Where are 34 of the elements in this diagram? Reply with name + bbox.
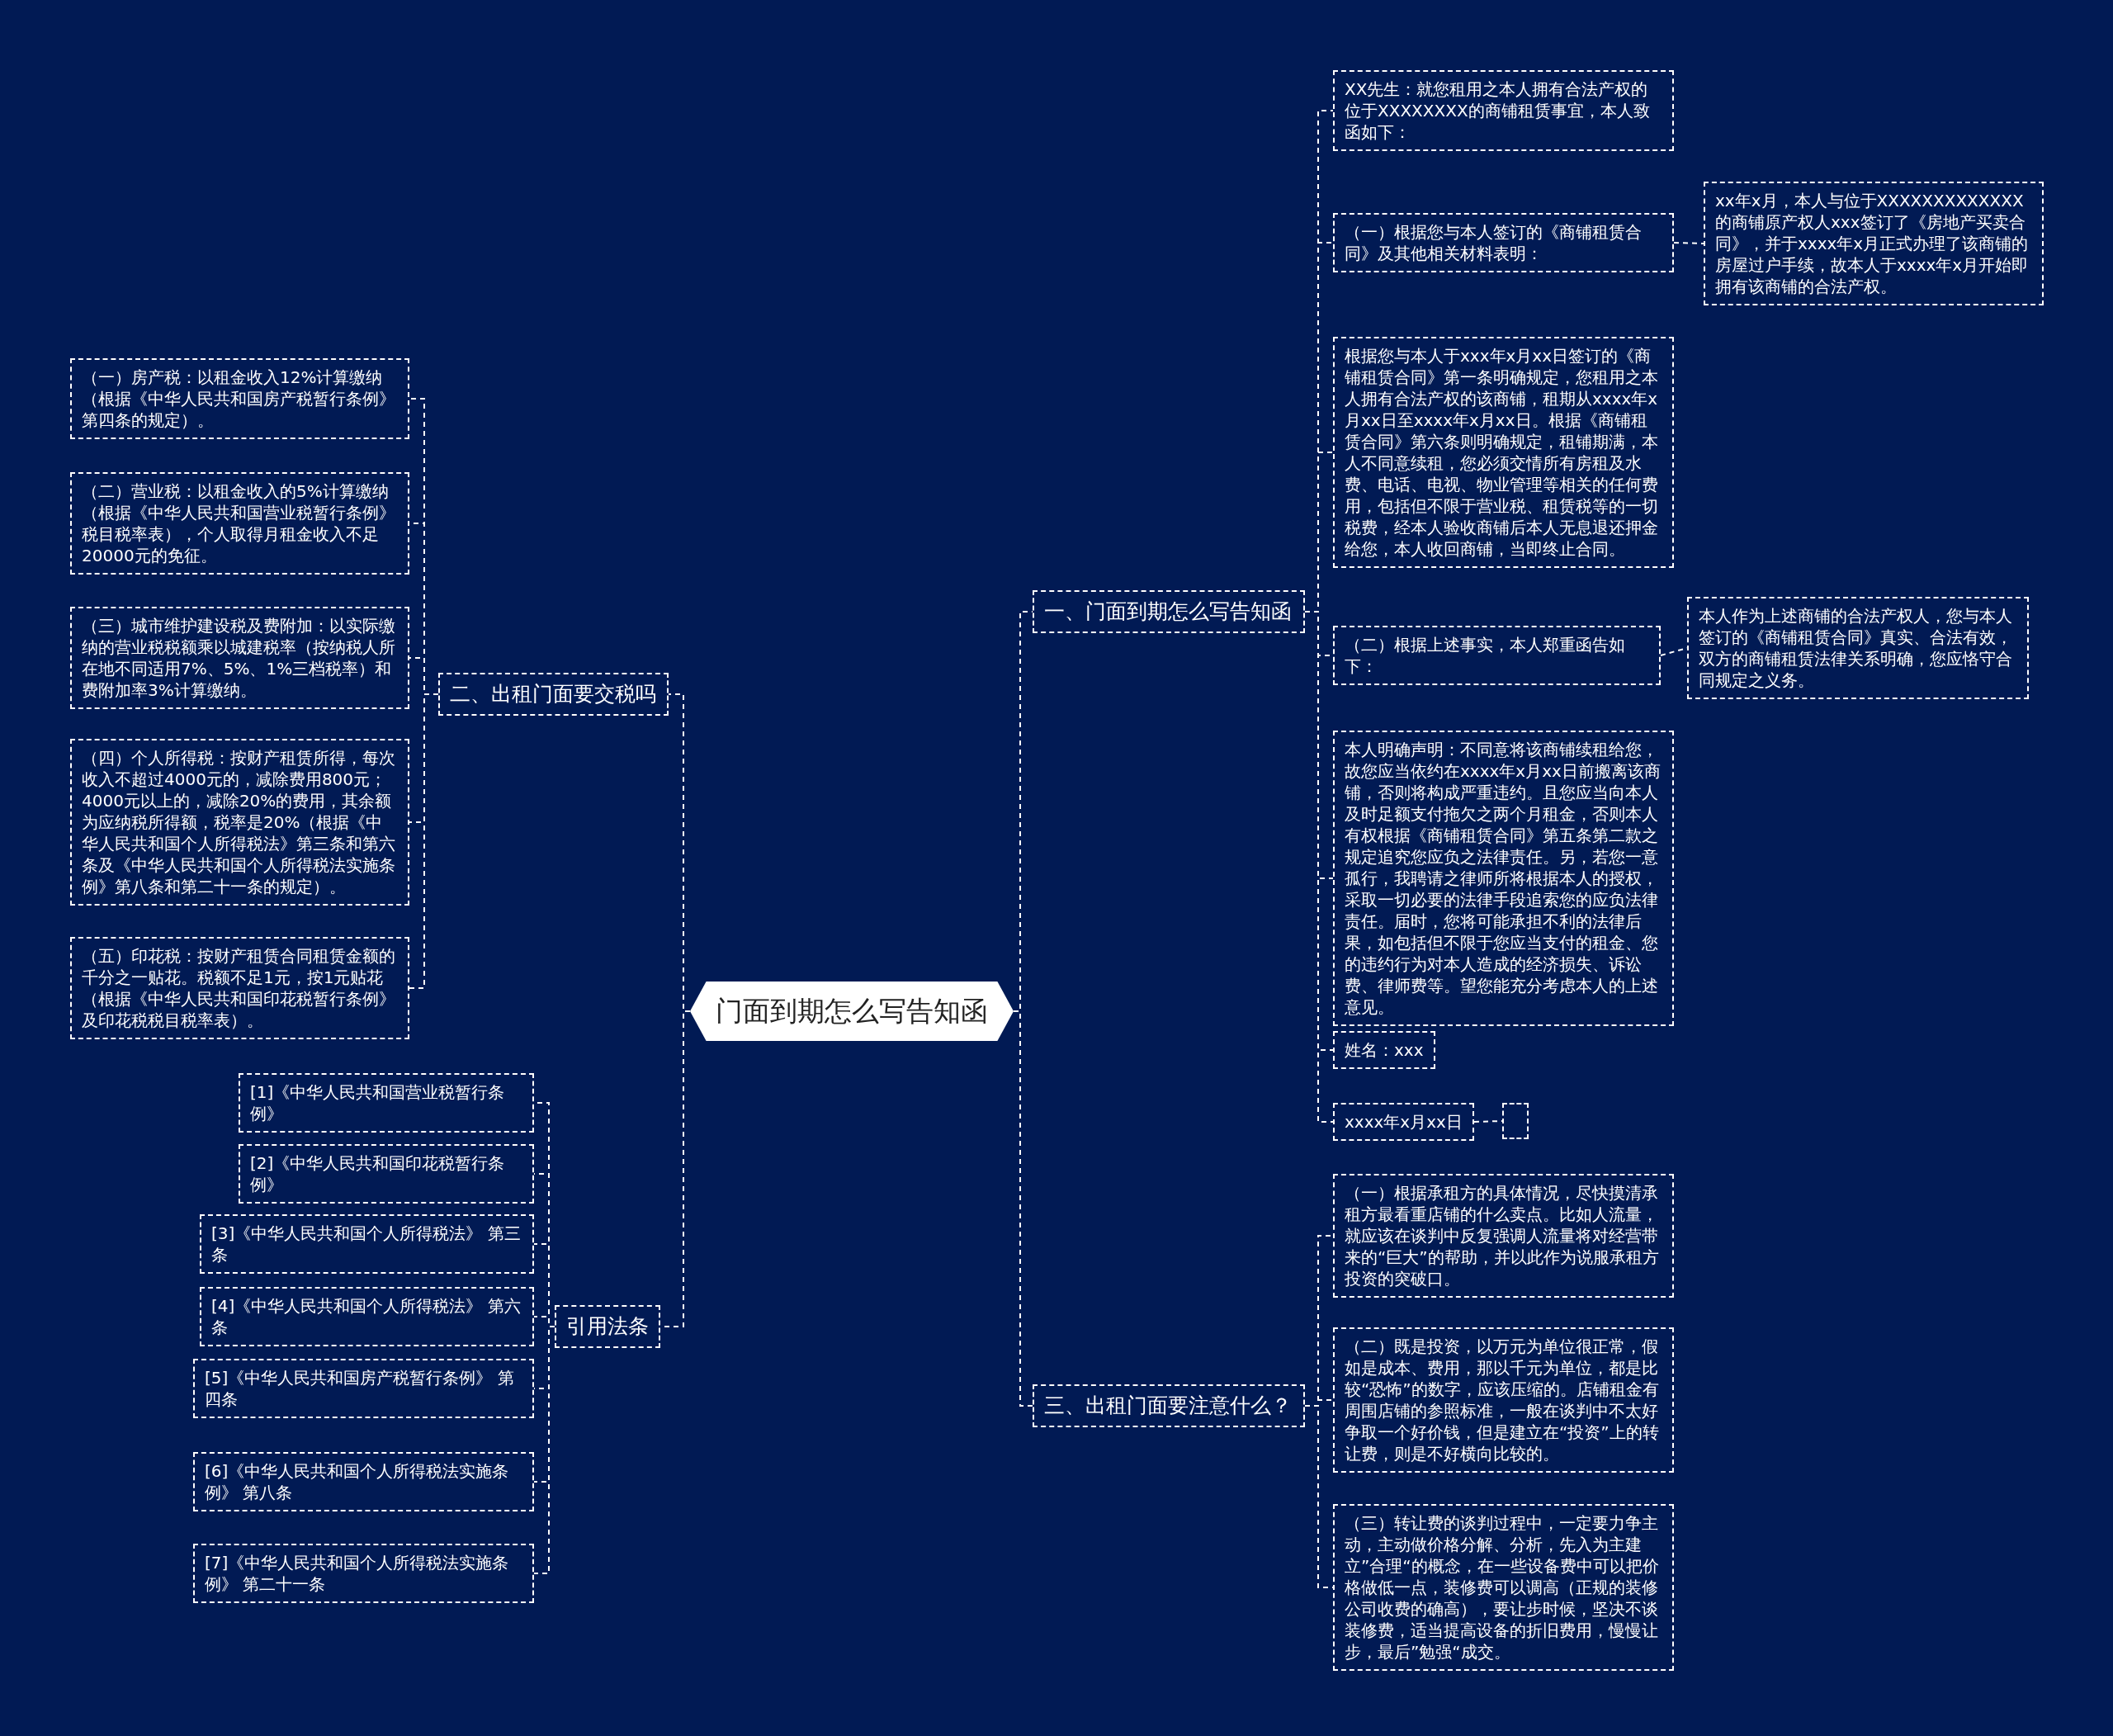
text-box: （二）营业税：以租金收入的5%计算缴纳（根据《中华人民共和国营业税暂行条例》税目税率表），个人取得月租金收入不足20000元的免征。 bbox=[70, 472, 409, 575]
text-box: [7]《中华人民共和国个人所得税法实施条例》 第二十一条 bbox=[193, 1544, 534, 1603]
connector-line bbox=[1473, 1120, 1503, 1123]
text-box: 本人作为上述商铺的合法产权人，您与本人签订的《商铺租赁合同》真实、合法有效，双方的商铺租赁法律关系明确，您应恪守合同规定之义务。 bbox=[1687, 597, 2029, 699]
text-box: （四）个人所得税：按财产租赁所得，每次收入不超过4000元的，减除费用800元；4000元以上的，减除20%的费用，其余额为应纳税所得额，税率是20%（根据《中华人民共和国个人所得税法》第三条和第六条及《中华人民共和国个人所得税法实施条例》第八条和第二十一条的规定）。 bbox=[70, 739, 409, 906]
text-box: [3]《中华人民共和国个人所得税法》 第三条 bbox=[200, 1214, 534, 1274]
central-topic: 门面到期怎么写告知函 bbox=[690, 982, 1014, 1041]
empty-box bbox=[1502, 1103, 1529, 1139]
branch-topic: 引用法条 bbox=[555, 1305, 660, 1348]
text-box: [4]《中华人民共和国个人所得税法》 第六条 bbox=[200, 1287, 534, 1346]
text-box: [2]《中华人民共和国印花税暂行条例》 bbox=[239, 1144, 534, 1204]
branch-topic: 三、出租门面要注意什么？ bbox=[1033, 1384, 1305, 1427]
text-box: XX先生：就您租用之本人拥有合法产权的位于XXXXXXXX的商铺租赁事宜，本人致函如下： bbox=[1333, 70, 1674, 151]
branch-topic: 二、出租门面要交税吗 bbox=[438, 673, 669, 716]
text-box: （一）根据承租方的具体情况，尽快摸清承租方最看重店铺的什么卖点。比如人流量，就应该在谈判中反复强调人流量将对经营带来的“巨大”的帮助，并以此作为说服承租方投资的突破口。 bbox=[1333, 1174, 1674, 1298]
text-box: 根据您与本人于xxx年x月xx日签订的《商铺租赁合同》第一条明确规定，您租用之本人拥有合法产权的该商铺，租期从xxxx年x月xx日至xxxx年x月xx日。根据《商铺租赁合同》第六条则明确规定，租铺期满，本人不同意续租，您必须交情所有房租及水费、电话、电视、物业管理等相关的任何费用，包括但不限于营业税、租赁税等的一切税费，经本人验收商铺后本人无息退还押金给您，本人收回商铺，当即终止合同。 bbox=[1333, 337, 1674, 568]
text-box: （二）既是投资，以万元为单位很正常，假如是成本、费用，那以千元为单位，都是比较“恐怖”的数字，应该压缩的。店铺租金有周围店铺的参照标准，一般在谈判中不太好争取一个好价钱，但是建立在“投资”上的转让费，则是不好横向比较的。 bbox=[1333, 1327, 1674, 1473]
text-box: （一）根据您与本人签订的《商铺租赁合同》及其他相关材料表明： bbox=[1333, 213, 1674, 272]
text-box: （三）转让费的谈判过程中，一定要力争主动，主动做价格分解、分析，先入为主建立”合理“的概念，在一些设备费中可以把价格做低一点，装修费可以调高（正规的装修公司收费的确高），要让步时候，坚决不谈装修费，适当提高设备的折旧费用，慢慢让步，最后”勉强“成交。 bbox=[1333, 1504, 1674, 1671]
connector-line bbox=[1673, 242, 1704, 244]
text-box: （五）印花税：按财产租赁合同租赁金额的千分之一贴花。税额不足1元，按1元贴花（根据《中华人民共和国印花税暂行条例》及印花税税目税率表）。 bbox=[70, 937, 409, 1039]
text-box: 本人明确声明：不同意将该商铺续租给您，故您应当依约在xxxx年x月xx日前搬离该商铺，否则将构成严重违约。且您应当向本人及时足额支付拖欠之两个月租金，否则本人有权根据《商铺租赁合同》第五条第二款之规定追究您应负之法律责任。另，若您一意孤行，我聘请之律师所将根据本人的授权，采取一切必要的法律手段追索您的应负法律责任。届时，您将可能承担不利的法律后果，如包括但不限于您应当支付的租金、您的违约行为对本人造成的经济损失、诉讼费、律师费等。望您能充分考虑本人的上述意见。 bbox=[1333, 731, 1674, 1026]
connector-line bbox=[1304, 1405, 1334, 1588]
text-box: [6]《中华人民共和国个人所得税法实施条例》 第八条 bbox=[193, 1452, 534, 1511]
connector-line bbox=[533, 1326, 555, 1574]
text-box: 姓名：xxx bbox=[1333, 1031, 1435, 1069]
text-box: （一）房产税：以租金收入12%计算缴纳（根据《中华人民共和国房产税暂行条例》第四条的规定）。 bbox=[70, 358, 409, 439]
text-box: [1]《中华人民共和国营业税暂行条例》 bbox=[239, 1073, 534, 1133]
text-box: xx年x月，本人与位于XXXXXXXXXXXXX的商铺原产权人xxx签订了《房地产买卖合同》，并于xxxx年x月正式办理了该商铺的房屋过户手续，故本人于xxxx年x月开始即拥有该商铺的合法产权。 bbox=[1704, 182, 2044, 305]
text-box: （三）城市维护建设税及费附加：以实际缴纳的营业税税额乘以城建税率（按纳税人所在地不同适用7%、5%、1%三档税率）和费附加率3%计算缴纳。 bbox=[70, 607, 409, 709]
text-box: xxxx年x月xx日 bbox=[1333, 1103, 1474, 1141]
branch-topic: 一、门面到期怎么写告知函 bbox=[1033, 590, 1305, 633]
text-box: [5]《中华人民共和国房产税暂行条例》 第四条 bbox=[193, 1359, 534, 1418]
text-box: （二）根据上述事实，本人郑重函告如下： bbox=[1333, 626, 1661, 685]
